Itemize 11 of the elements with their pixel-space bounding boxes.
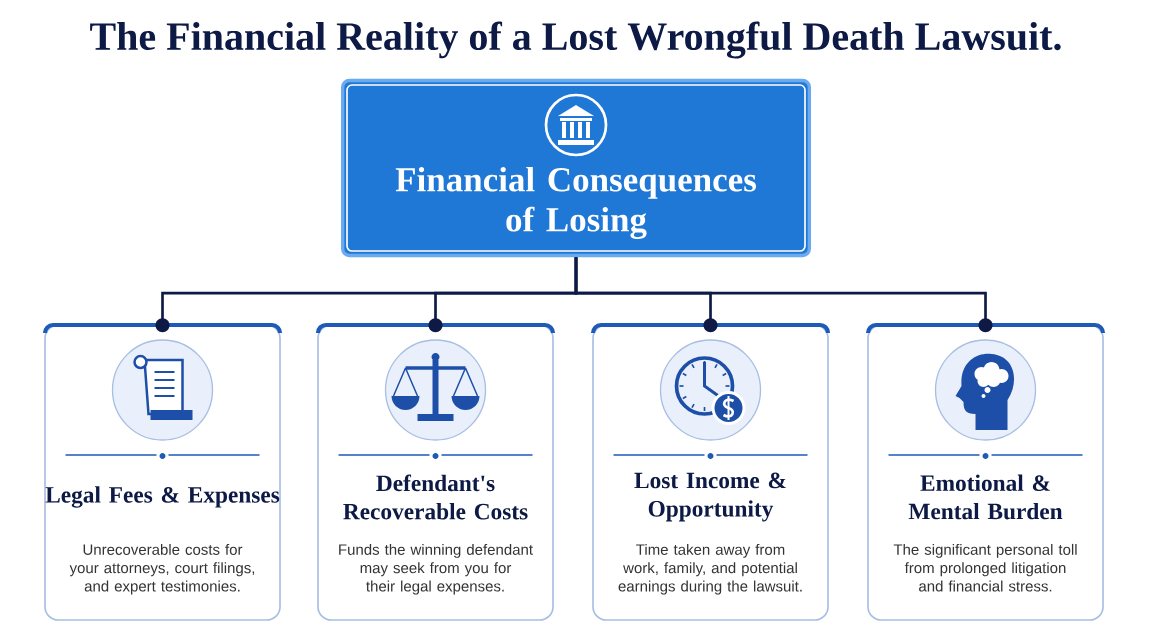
- card-text: The significant personal toll from prolonged litigation and financial stress.: [893, 543, 1077, 592]
- card-text: Unrecoverable costs for your attorneys, court filings, and expert testimonies.: [69, 543, 255, 595]
- card-heading: Defendant's Recoverable Costs: [343, 474, 528, 520]
- title: The Financial Reality of a Lost Wrongful Death Lawsuit.: [90, 21, 1061, 59]
- card-text: Funds the winning defendant may seek from you for their legal expenses.: [339, 543, 533, 595]
- card-heading: Emotional & Mental Burden: [908, 474, 1063, 520]
- card-text: Time taken away from work, family, and potential earnings during the lawsuit.: [618, 543, 802, 595]
- box-heading: Financial Consequences of Losing: [395, 167, 756, 239]
- card-heading: Legal Fees & Expenses: [45, 486, 280, 508]
- card-heading: Lost Income & Opportunity: [634, 472, 786, 522]
- connector: [574, 257, 993, 333]
